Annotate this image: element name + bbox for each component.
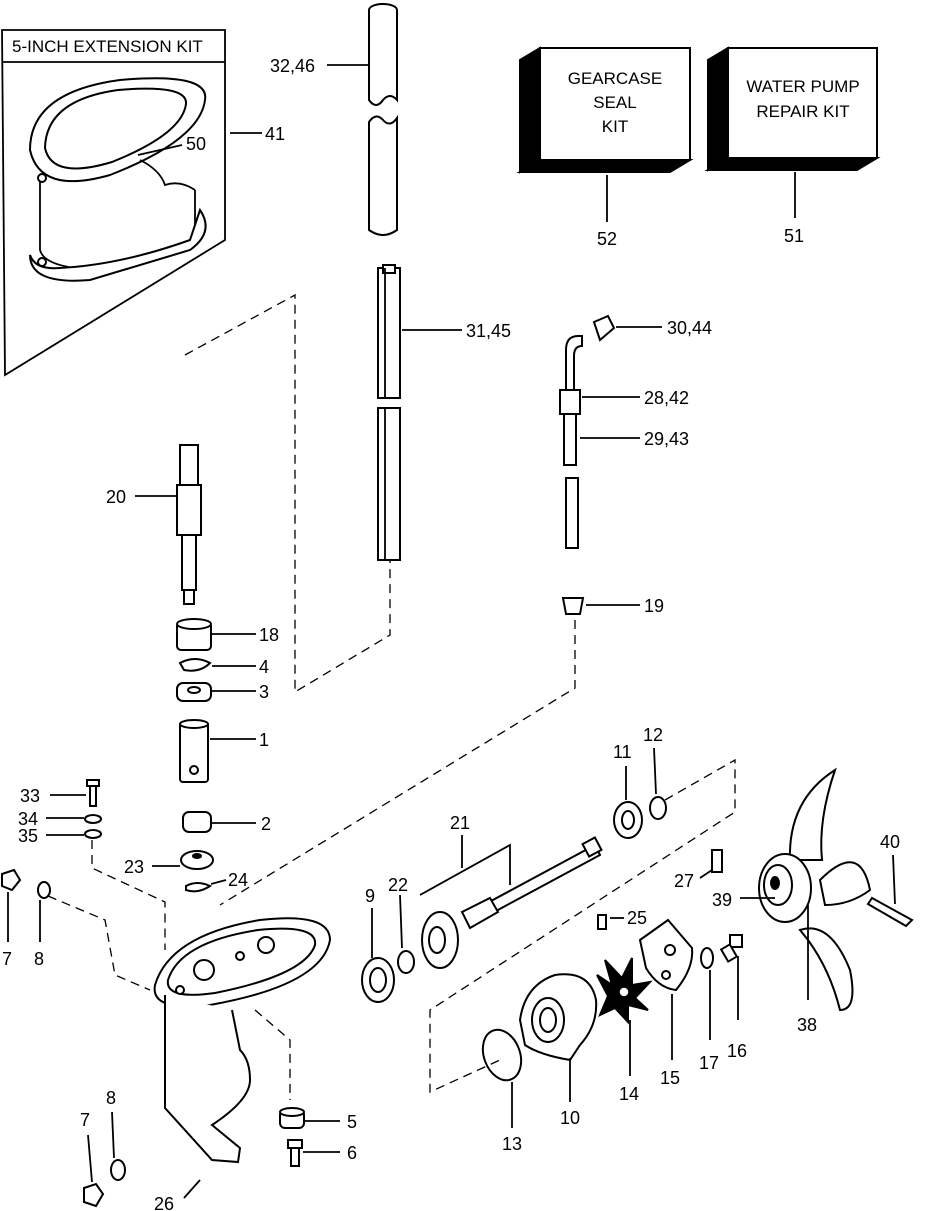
cotter-pin-40 — [866, 896, 914, 928]
gearcase-kit-line1: GEARCASE — [568, 69, 662, 88]
water-pump-repair-kit: WATER PUMP REPAIR KIT — [704, 46, 881, 172]
alignment-lines — [47, 293, 736, 1100]
extension-housing — [28, 77, 207, 282]
label-32-46: 32,46 — [270, 56, 315, 76]
label-23: 23 — [124, 857, 144, 877]
label-7-top: 7 — [2, 949, 12, 969]
label-9: 9 — [365, 886, 375, 906]
forward-gear — [421, 911, 459, 969]
waterpump-kit-line1: WATER PUMP — [746, 77, 859, 96]
washer-8-top — [37, 881, 51, 899]
waterpump-kit-line2: REPAIR KIT — [756, 102, 849, 121]
label-3: 3 — [259, 682, 269, 702]
propshaft-21 — [460, 836, 603, 930]
label-25: 25 — [627, 908, 647, 928]
pin-25 — [597, 914, 607, 930]
washer-17 — [700, 947, 714, 969]
shaft-31-45 — [377, 264, 401, 561]
impeller-14 — [596, 957, 653, 1025]
label-35: 35 — [18, 826, 38, 846]
washer-8-bottom — [110, 1159, 126, 1181]
screw-16 — [719, 934, 743, 963]
bearing-9 — [361, 957, 395, 1003]
label-12: 12 — [643, 725, 663, 745]
label-31-45: 31,45 — [466, 321, 511, 341]
label-33: 33 — [20, 786, 40, 806]
label-26: 26 — [154, 1194, 174, 1211]
gearcase-26 — [153, 917, 332, 1164]
label-34: 34 — [18, 809, 38, 829]
label-16: 16 — [727, 1041, 747, 1061]
nut-7-bottom — [83, 1182, 105, 1208]
label-6: 6 — [347, 1143, 357, 1163]
label-22: 22 — [388, 875, 408, 895]
label-24: 24 — [228, 870, 248, 890]
seal-22 — [397, 950, 415, 974]
label-30-44: 30,44 — [667, 318, 712, 338]
gearcase-kit-line2: SEAL — [593, 93, 636, 112]
label-13: 13 — [502, 1134, 522, 1154]
label-20: 20 — [106, 487, 126, 507]
screw-33 — [86, 779, 100, 807]
bearing-11 — [613, 801, 643, 839]
label-52: 52 — [597, 229, 617, 249]
label-2: 2 — [261, 814, 271, 834]
label-29-43: 29,43 — [644, 429, 689, 449]
bushing-2 — [182, 811, 212, 833]
label-10: 10 — [560, 1108, 580, 1128]
label-39: 39 — [712, 890, 732, 910]
driveshaft-20 — [176, 444, 202, 605]
grommet-30-44 — [592, 314, 616, 342]
label-11: 11 — [613, 742, 632, 762]
label-7-bottom: 7 — [80, 1110, 90, 1130]
pump-housing-10 — [518, 973, 598, 1062]
screw-6 — [287, 1139, 303, 1167]
label-21: 21 — [450, 813, 470, 833]
water-tube-29-43 — [559, 335, 583, 549]
sleeve-1 — [179, 719, 209, 783]
o-ring-13 — [481, 1028, 523, 1082]
label-4: 4 — [259, 657, 269, 677]
label-40: 40 — [880, 832, 900, 852]
label-8-bottom: 8 — [106, 1088, 116, 1108]
label-14: 14 — [619, 1084, 639, 1104]
washer-35 — [84, 829, 102, 839]
label-8-top: 8 — [34, 949, 44, 969]
extension-kit-title: 5-INCH EXTENSION KIT — [12, 37, 203, 56]
pin-27 — [711, 849, 723, 873]
label-5: 5 — [347, 1112, 357, 1132]
label-28-42: 28,42 — [644, 388, 689, 408]
gearcase-kit-line3: KIT — [602, 117, 628, 136]
propeller-38 — [758, 767, 872, 1012]
gearcase-seal-kit: GEARCASE SEAL KIT — [516, 46, 694, 174]
bushing-5 — [279, 1107, 305, 1129]
label-38: 38 — [797, 1015, 817, 1035]
ring-24 — [185, 882, 213, 893]
label-51: 51 — [784, 226, 804, 246]
retaining-ring-4 — [178, 658, 212, 672]
label-18: 18 — [259, 625, 279, 645]
plate-15 — [638, 918, 694, 992]
seal-3 — [176, 682, 212, 702]
label-17: 17 — [699, 1053, 719, 1073]
label-27: 27 — [674, 871, 694, 891]
label-50: 50 — [186, 134, 206, 154]
pinion-gear-23 — [180, 850, 214, 870]
bushing-18 — [176, 618, 212, 651]
grommet-19 — [561, 597, 585, 615]
washer-34 — [84, 814, 102, 824]
label-41: 41 — [265, 124, 285, 144]
label-19: 19 — [644, 596, 664, 616]
seal-12 — [649, 796, 667, 820]
tube-32-46 — [368, 3, 398, 236]
extension-kit-panel: 5-INCH EXTENSION KIT 50 41 — [1, 29, 285, 377]
label-1: 1 — [259, 730, 269, 750]
label-15: 15 — [660, 1068, 680, 1088]
nut-7-top — [0, 868, 22, 892]
